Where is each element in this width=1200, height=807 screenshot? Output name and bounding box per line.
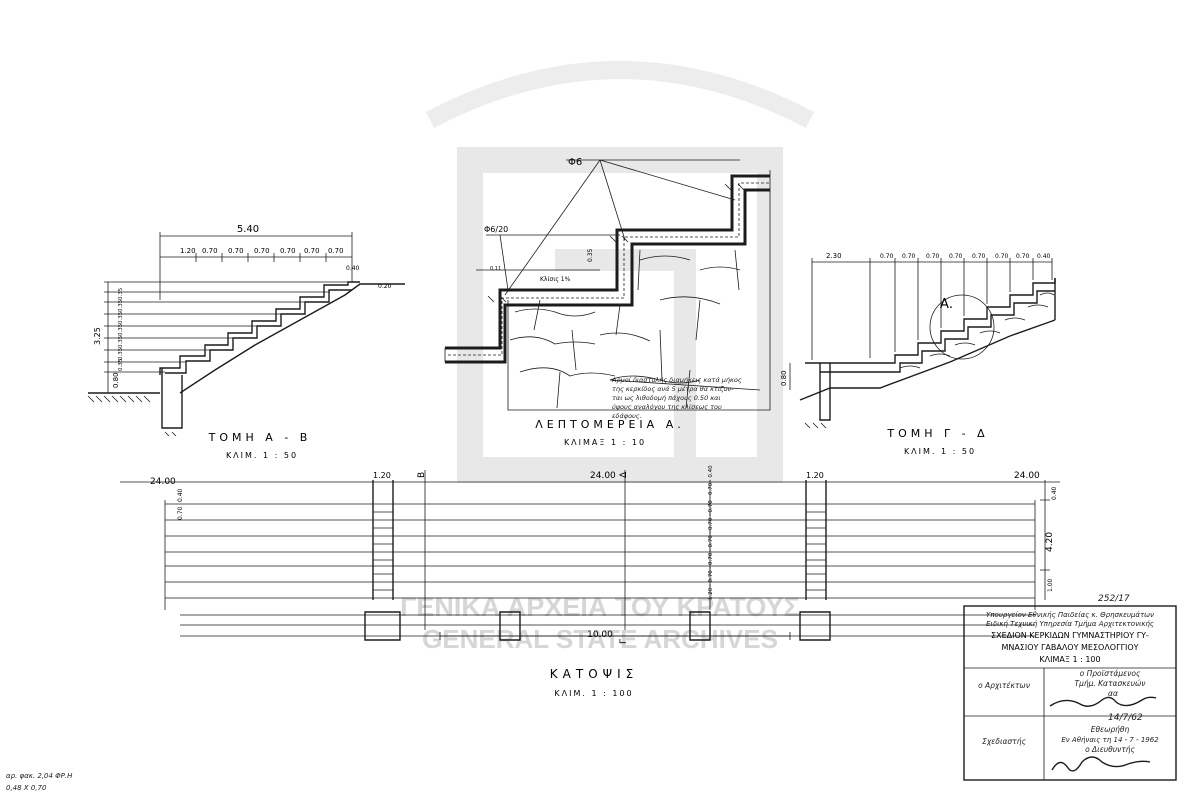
archive-note-line-1: αρ. φακ. 2,04 ΦΡ.Η: [6, 772, 73, 780]
head-signature: [1049, 696, 1157, 707]
gd-dim-side: 0.80: [780, 370, 788, 386]
detail-note-line-3: ται ως λιθοδομή πάχους 0.50 και: [612, 394, 721, 402]
plan-dim-right: 24.00: [1014, 471, 1040, 481]
detail-phi6-20: Φ6/20: [484, 225, 508, 234]
designer-label: Σχεδιαστής: [982, 737, 1026, 746]
plan-scale: ΚΛΙΜ. 1 : 100: [554, 689, 633, 698]
plan-dim-step-left: 0.40: [177, 488, 184, 502]
watermark-english: GENERAL STATE ARCHIVES: [422, 624, 778, 654]
gd-dim-3: 0.70: [902, 253, 916, 260]
ab-riser-labels: 0.35 0.35 0.35 0.35 0.35 0.35 0.35: [118, 287, 124, 371]
ab-dim-2: 0.70: [202, 247, 218, 255]
gd-dim-9: 0.40: [1037, 253, 1051, 260]
detail-a-scale: ΚΛΙΜΑΞ 1 : 10: [564, 438, 646, 447]
head-label-line-1: ο Προϊστάμενος: [1080, 669, 1141, 678]
project-scale: ΚΛΙΜΑΞ 1 : 100: [1039, 655, 1100, 664]
plan-dim-left: 24.00: [150, 477, 176, 487]
gd-dim-6: 0.70: [972, 253, 986, 260]
checked-label: Εθεωρήθη: [1091, 725, 1130, 734]
plan-dim-step-left2: 0.70: [177, 506, 184, 520]
plan-cut-d: Δ: [619, 471, 629, 478]
plan-drawing: [120, 470, 1060, 641]
sheet-number: 252/17: [1098, 594, 1130, 604]
ab-dim-6: 0.70: [304, 247, 320, 255]
gd-dim-1: 2.30: [826, 252, 842, 260]
ab-dim-1: 1.20: [180, 247, 196, 255]
plan-cut-b: Β: [417, 472, 427, 478]
detail-slope: Κλίσις 1%: [540, 276, 571, 283]
plan-cut-g: Γ: [619, 639, 629, 644]
ab-riser-6: 0.35: [118, 347, 124, 360]
architect-label: ο Αρχιτέκτων: [978, 681, 1030, 690]
detail-phi6: Φ6: [568, 157, 582, 168]
ab-riser-4: 0.35: [118, 323, 124, 336]
head-label-line-2: Τμήμ. Κατασκευών: [1074, 679, 1145, 688]
director-signature: [1051, 756, 1151, 772]
ab-riser-3: 0.35: [118, 311, 124, 324]
plan-dim-right-b: 1.00: [1047, 578, 1054, 592]
plan-dim-120-b: 1.20: [806, 471, 824, 480]
plan-dim-vertical: 1.20 · 0.70 · 0.70 · 0.70 · 0.70 · 0.70 …: [708, 465, 714, 600]
date-signed: 14/7/62: [1108, 713, 1143, 723]
plan-dim-120-a: 1.20: [373, 471, 391, 480]
plan-title: ΚΑΤΟΨΙΣ: [550, 667, 638, 681]
plan-dim-center: 24.00: [590, 471, 616, 481]
watermark-greek: ΓΕΝΙΚΑ ΑΡΧΕΙΑ ΤΟΥ ΚΡΑΤΟΥΣ: [400, 592, 800, 622]
project-line-1: ΣΧΕΔΙΟΝ ΚΕΡΚΙΔΩΝ ΓΥΜΝΑΣΤΗΡΙΟΥ ΓΥ-: [991, 631, 1149, 640]
ab-dim-3: 0.70: [228, 247, 244, 255]
detail-a-title: ΛΕΠΤΟΜΕΡΕΙΑ Α.: [535, 418, 684, 431]
plan-dim-right-a: 0.40: [1051, 486, 1058, 500]
ab-dim-4: 0.70: [254, 247, 270, 255]
ab-riser-1: 0.35: [118, 287, 124, 300]
detail-note-line-2: της κερκίδος ανά 5 μέτρα θα κτίζον-: [612, 385, 734, 393]
ministry-line-1: Υπουργείον Εθνικής Παιδείας κ. Θρησκευμά…: [986, 611, 1154, 619]
section-gd-title: ΤΟΜΗ Γ - Δ: [886, 427, 988, 440]
ministry-line-2: Ειδική Τεχνική Υπηρεσία Τμήμα Αρχιτεκτον…: [986, 620, 1154, 628]
ab-riser-7: 0.35: [118, 358, 124, 371]
head-signoff: αα: [1108, 689, 1118, 698]
plan-dim-rise: 4.20: [1045, 532, 1055, 552]
detail-small: 0.11: [490, 266, 501, 272]
detail-note-line-1: Αρμοί διαστολής διαμήκεις κατά μήκος: [611, 376, 742, 384]
project-line-2: ΜΝΑΣΙΟΥ ΓΑΒΑΛΟΥ ΜΕΣΟΛΟΓΓΙΟΥ: [1001, 643, 1138, 652]
ab-dim-total: 5.40: [237, 224, 259, 235]
section-ab-drawing: [87, 232, 405, 437]
detail-a-drawing: [444, 159, 771, 411]
gd-dim-4: 0.70: [926, 253, 940, 260]
ab-dim-7: 0.70: [328, 247, 344, 255]
place-date: Εν Αθήναις τη 14 - 7 - 1962: [1061, 736, 1159, 744]
gd-dim-8: 0.70: [1016, 253, 1030, 260]
detail-note-line-5: εδάφους.: [612, 412, 642, 420]
detail-dim: 0.35: [587, 248, 594, 262]
section-ab-scale: ΚΛΙΜ. 1 : 50: [226, 451, 298, 460]
archive-note-line-2: 0,48 Χ 0,70: [6, 784, 47, 792]
detail-note: Αρμοί διαστολής διαμήκεις κατά μήκος της…: [611, 376, 742, 420]
title-block: [963, 605, 1177, 781]
ab-dim-height: 3.25: [93, 327, 102, 345]
ab-dim-top-small: 0.40: [346, 265, 360, 272]
section-ab-title: ΤΟΜΗ Α - Β: [208, 431, 312, 444]
section-gd-drawing: [789, 258, 1056, 429]
gd-marker: Α.: [940, 297, 953, 312]
gd-dim-5: 0.70: [949, 253, 963, 260]
ab-dim-bottom: 0.80: [112, 372, 120, 388]
ab-dim-side: 0.20: [378, 283, 392, 290]
gd-dim-2: 0.70: [880, 253, 894, 260]
director-label: ο Διευθυντής: [1085, 745, 1135, 754]
ab-riser-2: 0.35: [118, 299, 124, 312]
detail-note-line-4: ύψους αναλόγου της κλίσεως του: [612, 403, 722, 411]
plan-dim-bottom: 10.00: [587, 630, 613, 640]
section-gd-scale: ΚΛΙΜ. 1 : 50: [904, 447, 976, 456]
ab-riser-5: 0.35: [118, 335, 124, 348]
ab-dim-5: 0.70: [280, 247, 296, 255]
gd-dim-7: 0.70: [995, 253, 1009, 260]
